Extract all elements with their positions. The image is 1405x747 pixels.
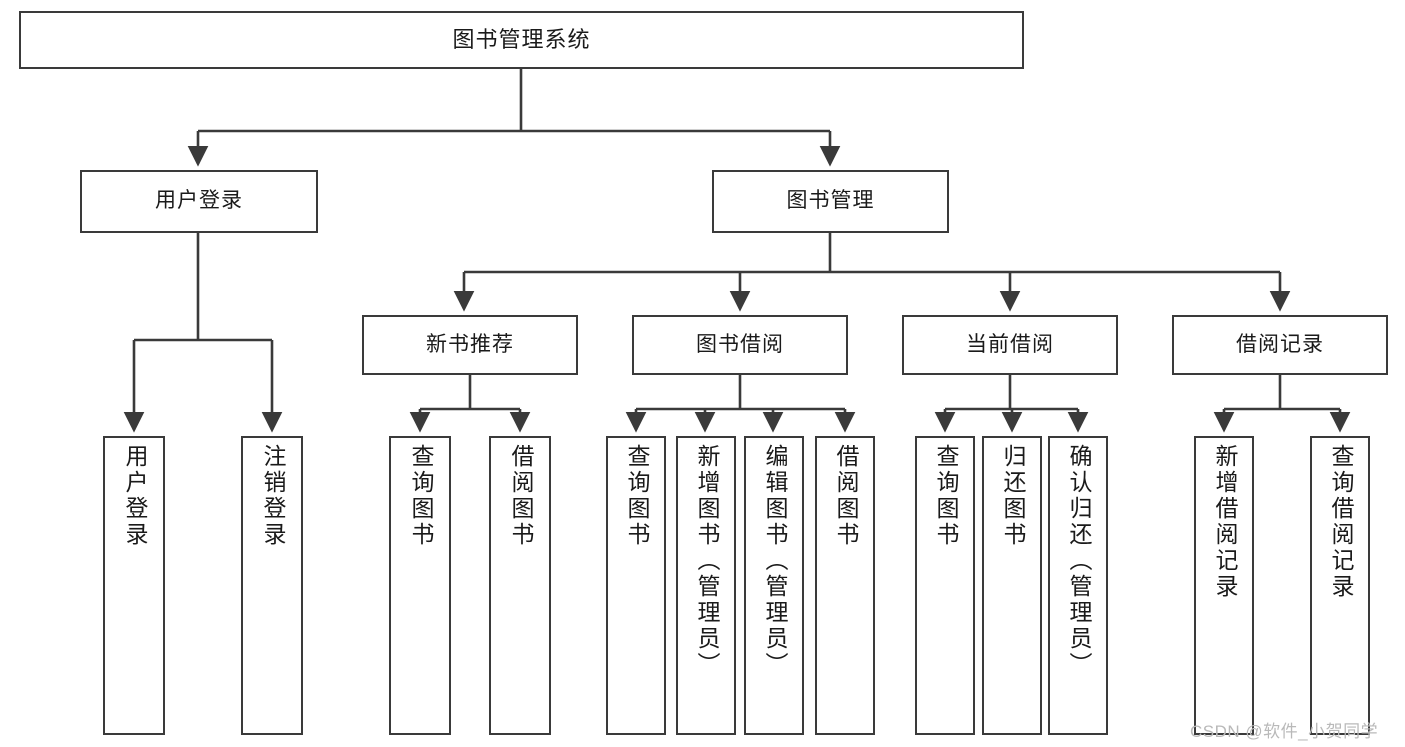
csdn-watermark: CSDN @软件_小贺同学 [1190, 722, 1379, 741]
node-label: 新增借阅记录 [1211, 444, 1238, 600]
node-book-management[interactable]: 图书管理 [712, 170, 949, 233]
node-borrow-record[interactable]: 借阅记录 [1172, 315, 1388, 375]
leaf-current-borrow-query-book[interactable]: 查询图书 [915, 436, 975, 735]
leaf-borrow-record-query-record[interactable]: 查询借阅记录 [1310, 436, 1370, 735]
leaf-user-login-logout[interactable]: 注销登录 [241, 436, 303, 735]
node-book-borrow[interactable]: 图书借阅 [632, 315, 848, 375]
node-label: 图书管理 [786, 189, 875, 213]
leaf-current-borrow-return-book[interactable]: 归还图书 [982, 436, 1042, 735]
node-label: 编辑图书（管理员） [761, 444, 788, 678]
node-label: 借阅图书 [507, 444, 534, 548]
node-label: 图书管理系统 [452, 27, 591, 53]
node-label: 查询借阅记录 [1327, 444, 1354, 600]
node-label: 查询图书 [407, 444, 434, 548]
leaf-book-borrow-query-book[interactable]: 查询图书 [606, 436, 666, 735]
leaf-book-borrow-edit-book-admin[interactable]: 编辑图书（管理员） [744, 436, 804, 735]
leaf-user-login-login[interactable]: 用户登录 [103, 436, 165, 735]
node-current-borrow[interactable]: 当前借阅 [902, 315, 1118, 375]
leaf-new-book-query-book[interactable]: 查询图书 [389, 436, 451, 735]
leaf-borrow-record-add-record[interactable]: 新增借阅记录 [1194, 436, 1254, 735]
node-label: 注销登录 [259, 444, 286, 548]
node-user-login[interactable]: 用户登录 [80, 170, 318, 233]
node-label: 新增图书（管理员） [693, 444, 720, 678]
node-label: 借阅图书 [832, 444, 859, 548]
leaf-new-book-borrow-book[interactable]: 借阅图书 [489, 436, 551, 735]
node-new-book-recommend[interactable]: 新书推荐 [362, 315, 578, 375]
node-label: 确认归还（管理员） [1065, 444, 1092, 678]
leaf-book-borrow-add-book-admin[interactable]: 新增图书（管理员） [676, 436, 736, 735]
node-label: 归还图书 [999, 444, 1026, 548]
node-label: 查询图书 [932, 444, 959, 548]
node-label: 用户登录 [155, 189, 243, 213]
node-label: 用户登录 [121, 444, 148, 548]
leaf-book-borrow-borrow-book[interactable]: 借阅图书 [815, 436, 875, 735]
leaf-current-borrow-confirm-return-admin[interactable]: 确认归还（管理员） [1048, 436, 1108, 735]
node-label: 新书推荐 [426, 332, 514, 356]
node-label: 借阅记录 [1236, 332, 1324, 356]
node-root-book-management-system[interactable]: 图书管理系统 [19, 11, 1024, 69]
node-label: 当前借阅 [966, 332, 1054, 356]
node-label: 图书借阅 [696, 332, 784, 356]
node-label: 查询图书 [623, 444, 650, 548]
